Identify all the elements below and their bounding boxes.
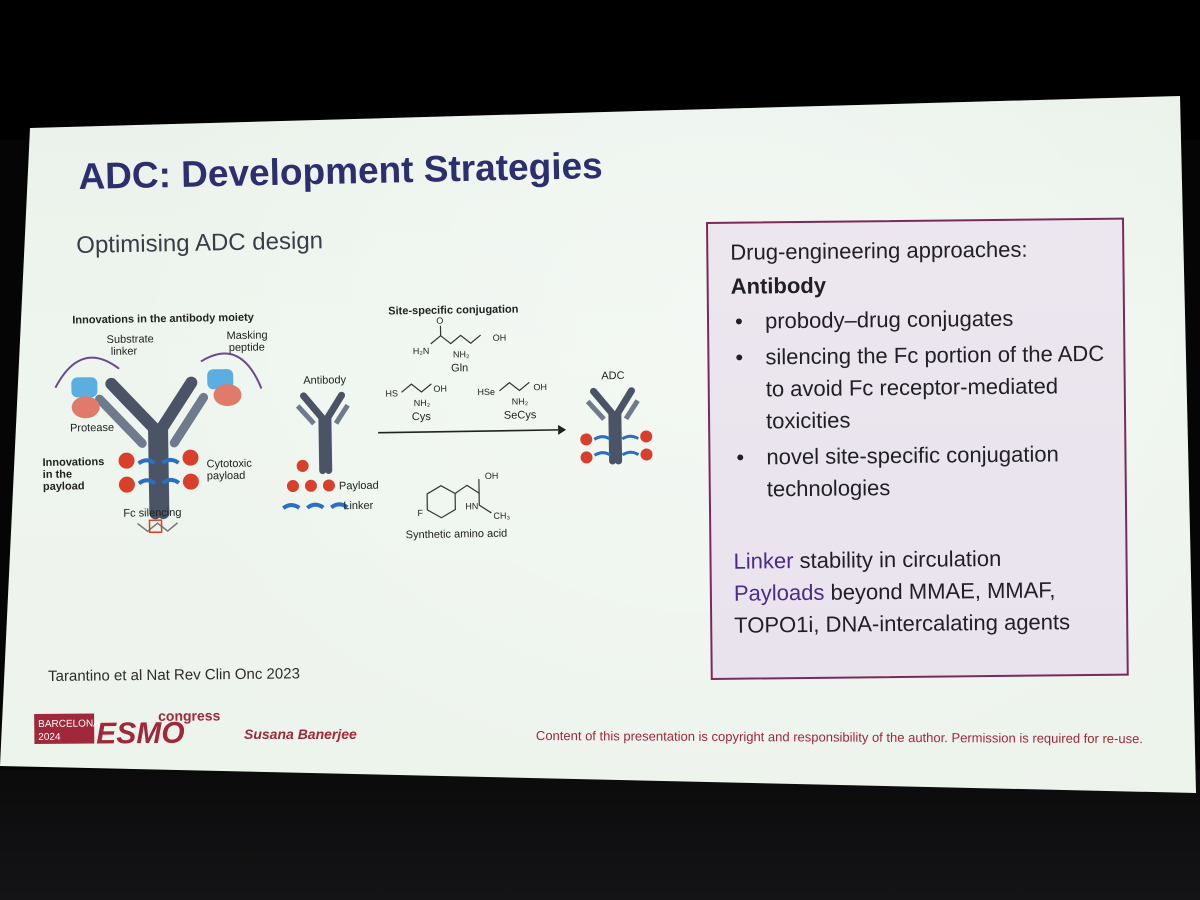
label-protease: Protease — [70, 422, 114, 435]
bullet: • — [734, 308, 743, 334]
author-name: Susana Banerjee — [244, 726, 357, 742]
adc-diagram — [580, 387, 653, 465]
chem-hs: HS — [385, 388, 398, 398]
label-substrate: Substrate — [107, 333, 154, 346]
figure-heading-antibody-moiety: Innovations in the antibody moiety — [72, 312, 255, 327]
adc-design-figure: Innovations in the antibody moiety Site-… — [40, 290, 704, 560]
bullet: • — [735, 344, 744, 370]
list-item: •silencing the Fc portion of the ADC to … — [735, 340, 1105, 434]
label-payload: Payload — [339, 480, 379, 493]
label-antibody: Antibody — [303, 374, 346, 387]
chem-hn: HN — [465, 501, 478, 511]
esmo-logo: BARCELONA 2024 ESMO congress — [34, 706, 234, 753]
chem-ch3: CH₃ — [493, 511, 510, 521]
linker-line: Linker stability in circulation — [733, 545, 1002, 574]
logo-city: BARCELONA — [38, 718, 100, 730]
label-innovations: Innovations — [42, 456, 104, 469]
chem-oh-1: OH — [493, 333, 507, 343]
list-item: •novel site-specific conjugation technol… — [736, 441, 1059, 502]
slide-subtitle: Optimising ADC design — [76, 227, 324, 259]
conjugation-arrow — [378, 424, 567, 435]
label-payload-bold: payload — [43, 480, 85, 493]
logo-brand: ESMO — [96, 717, 185, 748]
chem-nh2-2: NH₂ — [414, 398, 431, 408]
label-linker-small: linker — [111, 345, 138, 357]
list-item: •probody–drug conjugates — [731, 302, 1109, 338]
approaches-box: Drug-engineering approaches: Antibody •p… — [706, 217, 1129, 680]
small-antibody-diagram — [282, 391, 350, 510]
logo-suffix: congress — [158, 707, 221, 724]
label-peptide: peptide — [229, 341, 265, 354]
label-linker: Linker — [343, 500, 373, 512]
label-cytotoxic: Cytotoxic — [207, 458, 253, 471]
bullet: • — [736, 444, 745, 470]
chem-oh-2: OH — [433, 384, 447, 394]
logo-year: 2024 — [38, 732, 61, 743]
approaches-intro: Drug-engineering approaches: — [730, 236, 1028, 265]
large-antibody-diagram — [54, 352, 263, 534]
chemical-structures — [401, 325, 530, 519]
citation: Tarantino et al Nat Rev Clin Onc 2023 — [48, 665, 300, 685]
label-adc: ADC — [601, 370, 624, 382]
figure-heading-conjugation: Site-specific conjugation — [388, 303, 519, 317]
antibody-list: •probody–drug conjugates •silencing the … — [731, 302, 1111, 506]
label-fc-silencing: Fc silencing — [123, 507, 181, 520]
chem-secys: SeCys — [504, 409, 537, 422]
label-masking: Masking — [226, 329, 267, 342]
chem-hse: HSe — [477, 387, 495, 397]
antibody-heading: Antibody — [730, 272, 827, 299]
chem-o-1: O — [436, 316, 443, 326]
chem-cys: Cys — [412, 411, 432, 423]
payload-line: Payloads beyond MMAE, MMAF, TOPO1i, DNA-… — [733, 577, 1071, 638]
chem-nh2-1: NH₂ — [453, 349, 470, 359]
label-cytotoxic-payload: payload — [207, 470, 246, 483]
chem-gln: Gln — [451, 362, 468, 374]
copyright-notice: Content of this presentation is copyrigh… — [535, 728, 1143, 747]
chem-nh2-3: NH₂ — [512, 396, 529, 406]
stage-background-bottom — [0, 770, 1200, 900]
chem-h2n: H₂N — [413, 346, 430, 356]
chem-f: F — [417, 508, 423, 518]
chem-oh-4: OH — [485, 471, 499, 481]
label-in-the: in the — [43, 469, 73, 481]
chem-synthetic: Synthetic amino acid — [406, 528, 508, 542]
chem-oh-3: OH — [533, 382, 547, 392]
